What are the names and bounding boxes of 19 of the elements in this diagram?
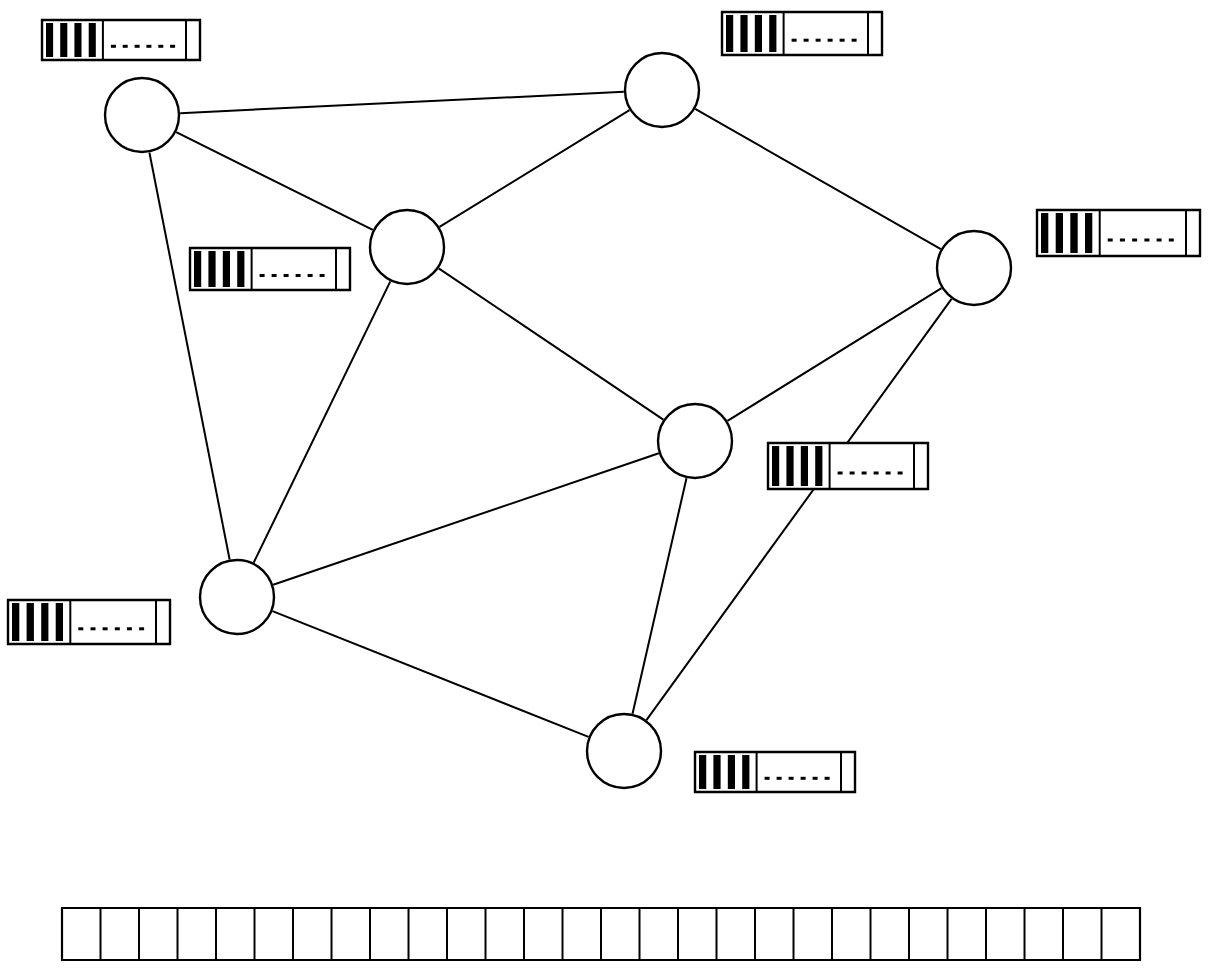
connector-line: [694, 107, 942, 251]
circle-node: [656, 402, 734, 480]
connector-line: [271, 610, 590, 738]
connector-line: [175, 131, 374, 231]
circle-node: [585, 712, 663, 790]
connector-line: [437, 267, 665, 421]
circle-node: [198, 558, 276, 636]
circle-node: [623, 51, 701, 129]
connector-line: [148, 151, 231, 561]
circle-node: [935, 229, 1013, 307]
connector-line: [726, 287, 943, 422]
connector-line: [272, 452, 660, 586]
connector-line: [645, 297, 953, 722]
connector-line: [438, 109, 631, 228]
connector-line: [179, 90, 625, 115]
circle-node: [103, 76, 181, 154]
connector-line: [252, 280, 392, 564]
connector-line: [631, 477, 688, 715]
circle-node: [368, 208, 446, 286]
